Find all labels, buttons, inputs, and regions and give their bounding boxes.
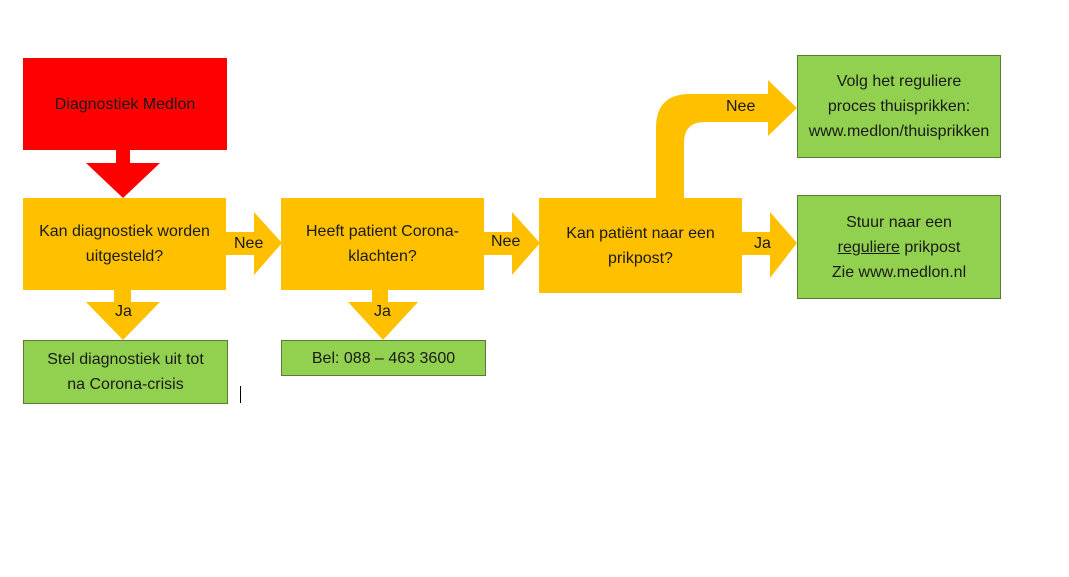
node-a4-line2: reguliere prikpost — [838, 235, 961, 260]
node-q3: Kan patiënt naar een prikpost? — [539, 198, 742, 293]
node-a1: Stel diagnostiek uit tot na Corona-crisi… — [23, 340, 228, 404]
node-q1: Kan diagnostiek worden uitgesteld? — [23, 198, 226, 290]
node-start-label: Diagnostiek Medlon — [54, 95, 196, 113]
label-q3-nee: Nee — [726, 98, 756, 115]
arrow-q3-ja — [742, 212, 797, 278]
text-cursor — [240, 386, 241, 403]
node-a3: Volg het reguliere proces thuisprikken: … — [797, 55, 1001, 158]
node-a4-underlined: reguliere — [837, 238, 900, 256]
node-a1-line2: na Corona-crisis — [67, 376, 184, 393]
node-q3-line1: Kan patiënt naar een — [566, 224, 715, 242]
label-q2-nee: Nee — [491, 233, 521, 250]
node-a1-line1: Stel diagnostiek uit tot — [47, 351, 204, 368]
node-q2-line1: Heeft patient Corona- — [306, 223, 459, 240]
node-q2: Heeft patient Corona- klachten? — [281, 198, 484, 290]
node-a2-label: Bel: 088 – 463 3600 — [311, 349, 456, 367]
node-a2: Bel: 088 – 463 3600 — [281, 340, 486, 376]
arrow-start-to-q1 — [86, 150, 160, 198]
node-q3-line2: prikpost? — [608, 249, 673, 267]
node-start: Diagnostiek Medlon — [23, 58, 227, 150]
arrow-q1-nee — [226, 212, 282, 275]
node-a4-line1: Stuur naar een — [846, 213, 952, 231]
node-q2-line2: klachten? — [348, 248, 417, 265]
node-q1-line1: Kan diagnostiek worden — [39, 223, 210, 240]
arrow-q2-nee — [484, 212, 540, 275]
arrow-q3-nee — [656, 80, 797, 198]
arrow-q1-ja — [86, 290, 160, 340]
node-a4-line2-rest: prikpost — [899, 238, 961, 256]
node-q1-line2: uitgesteld? — [85, 248, 164, 265]
arrow-q2-ja — [348, 290, 418, 340]
node-a3-line3: www.medlon/thuisprikken — [808, 123, 990, 140]
label-q1-ja: Ja — [115, 303, 132, 320]
label-q1-nee: Nee — [234, 235, 264, 252]
node-a4: Stuur naar een reguliere prikpost Zie ww… — [797, 195, 1001, 299]
node-a3-line1: Volg het reguliere — [836, 73, 962, 90]
label-q2-ja: Ja — [374, 303, 391, 320]
node-a4-line3: Zie www.medlon.nl — [831, 263, 967, 281]
node-a3-line2: proces thuisprikken: — [827, 98, 971, 115]
label-q3-ja: Ja — [754, 235, 771, 252]
